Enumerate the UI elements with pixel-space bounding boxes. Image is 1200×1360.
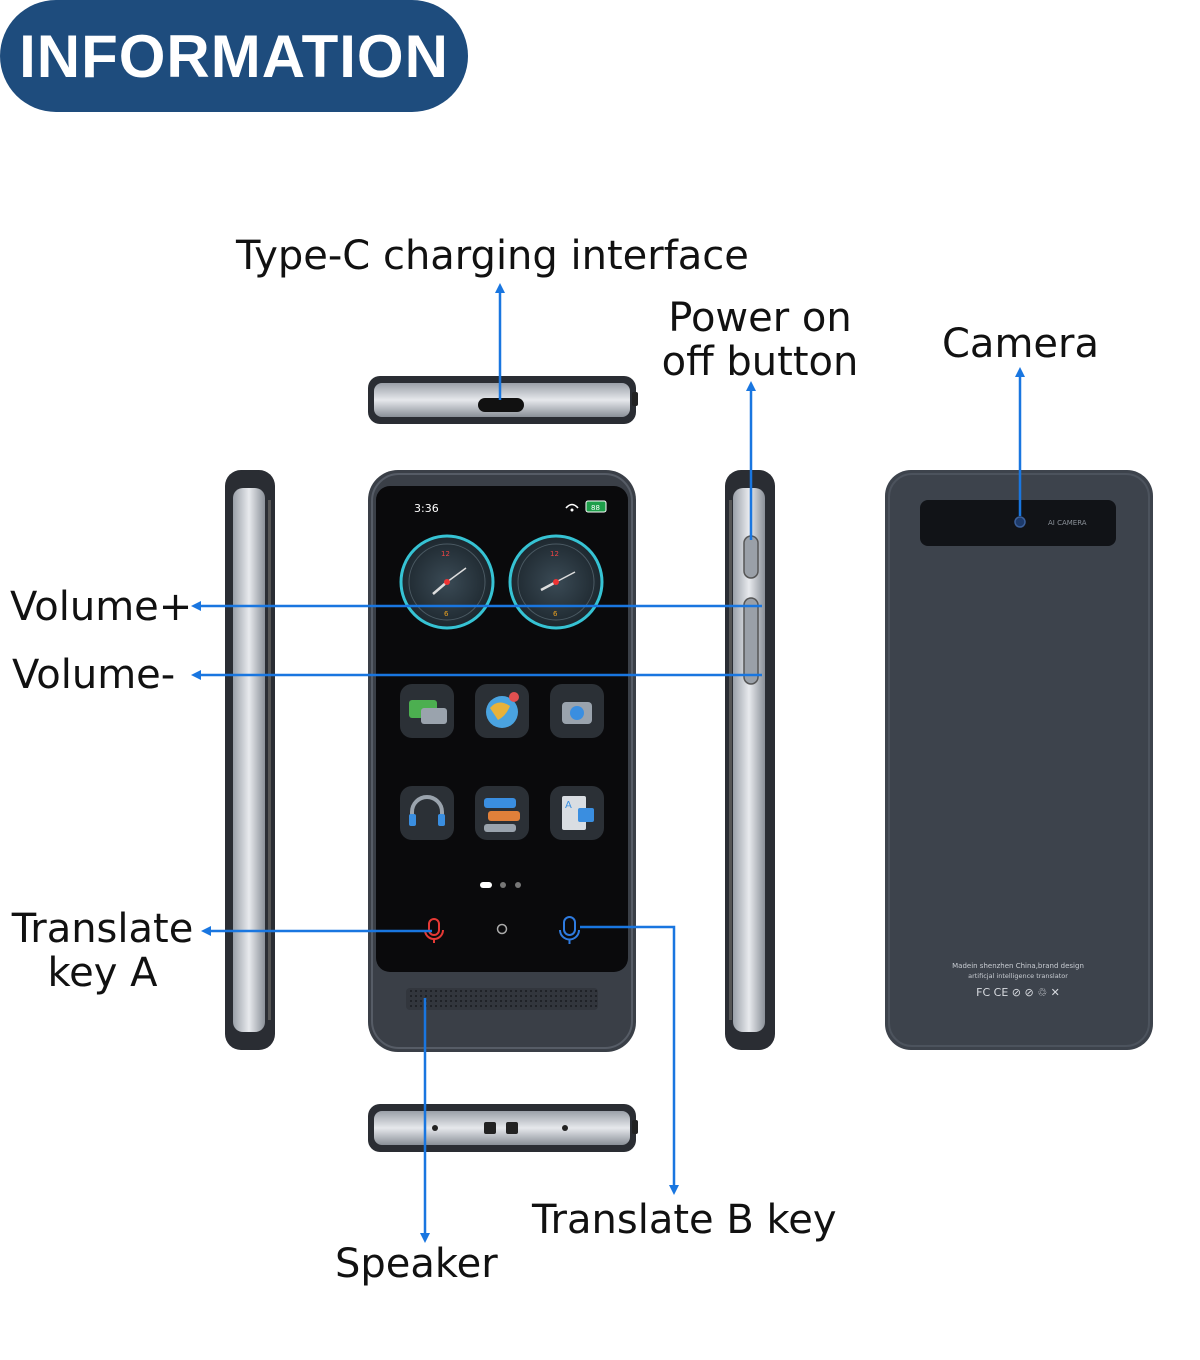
label-translate-a: Translate key A bbox=[0, 907, 205, 995]
device-left-side bbox=[225, 470, 275, 1050]
svg-text:6: 6 bbox=[444, 610, 449, 618]
page-title: INFORMATION bbox=[19, 22, 449, 90]
app-icon-document: A bbox=[550, 786, 604, 840]
label-volume-down: Volume- bbox=[12, 652, 176, 698]
label-power-button: Power on off button bbox=[650, 296, 870, 384]
clock-widget-left: 12 6 bbox=[399, 534, 495, 630]
label-translate-a-line2: key A bbox=[47, 950, 158, 996]
title-banner: INFORMATION bbox=[0, 0, 468, 112]
device-back: AI CAMERA Madein shenzhen China,brand de… bbox=[885, 470, 1153, 1050]
app-icon-camera bbox=[550, 684, 604, 738]
app-icon-globe bbox=[475, 684, 529, 738]
usb-c-port bbox=[478, 398, 524, 412]
label-power-line1: Power on bbox=[668, 295, 852, 341]
camera-lens-icon bbox=[1014, 516, 1026, 528]
svg-text:6: 6 bbox=[553, 610, 558, 618]
svg-text:A: A bbox=[565, 800, 572, 811]
device-top-edge bbox=[368, 376, 638, 424]
clock-widget-right: 12 6 bbox=[508, 534, 604, 630]
label-speaker: Speaker bbox=[335, 1241, 498, 1287]
callout-arrows bbox=[191, 283, 1025, 1243]
app-icon-chat bbox=[400, 684, 454, 738]
app-icon-headset bbox=[400, 786, 454, 840]
volume-rocker bbox=[743, 597, 759, 685]
arrow-translate-b bbox=[580, 925, 679, 1195]
certification-marks: FC CE ⊘ ⊘ ♲ ✕ bbox=[976, 986, 1060, 999]
label-camera: Camera bbox=[942, 321, 1099, 367]
label-power-line2: off button bbox=[661, 339, 859, 385]
label-type-c: Type-C charging interface bbox=[236, 233, 749, 279]
app-icon-conversation bbox=[475, 786, 529, 840]
label-volume-up: Volume+ bbox=[10, 584, 193, 630]
home-key-icon bbox=[496, 923, 508, 935]
camera-module-label: AI CAMERA bbox=[1048, 519, 1087, 527]
mic-key-b-icon bbox=[559, 916, 580, 944]
made-in-line2: artificjal intelligence translator bbox=[968, 972, 1068, 980]
svg-text:12: 12 bbox=[441, 550, 450, 558]
power-button bbox=[743, 535, 759, 579]
speaker-grille bbox=[406, 988, 598, 1010]
svg-text:88: 88 bbox=[591, 504, 600, 512]
mic-key-a-icon bbox=[424, 918, 444, 943]
label-translate-b: Translate B key bbox=[532, 1197, 837, 1243]
label-translate-a-line1: Translate bbox=[11, 906, 194, 952]
wifi-icon bbox=[565, 503, 579, 509]
status-time: 3:36 bbox=[414, 502, 439, 515]
device-right-side bbox=[725, 470, 775, 1050]
made-in-line1: Madein shenzhen China,brand design bbox=[952, 962, 1084, 970]
svg-text:12: 12 bbox=[550, 550, 559, 558]
battery-icon bbox=[585, 500, 607, 513]
page-indicator bbox=[480, 882, 521, 888]
device-bottom-edge bbox=[368, 1104, 638, 1152]
device-front: 3:36 88 12 6 12 6 bbox=[368, 470, 636, 1052]
